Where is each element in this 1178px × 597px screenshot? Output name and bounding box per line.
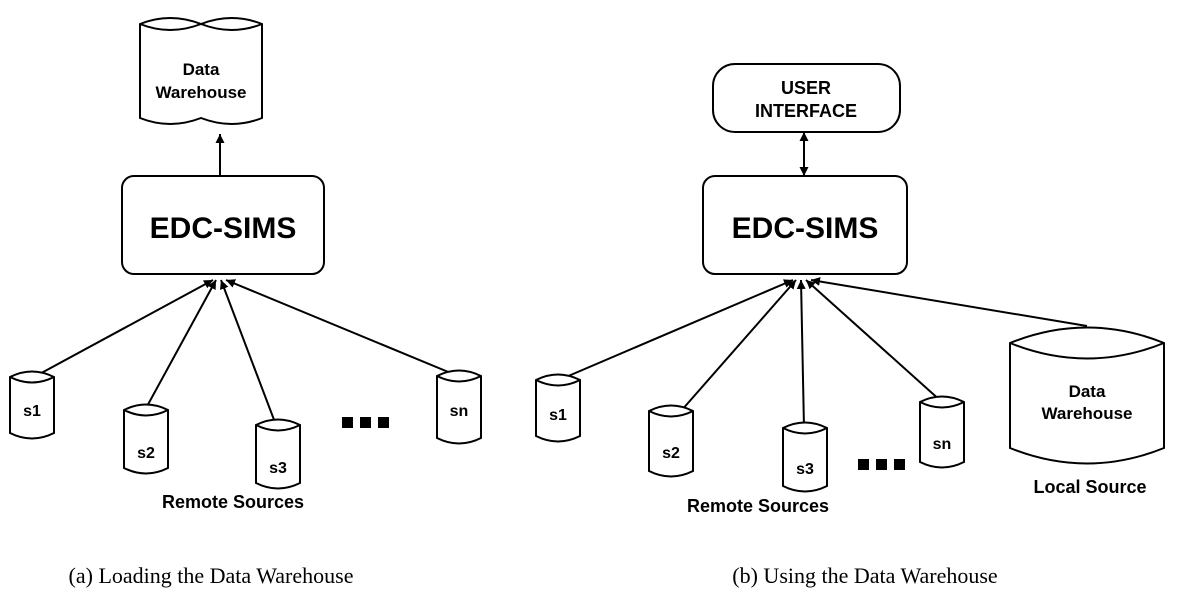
source-node-s3: s3 — [255, 418, 301, 490]
edc-sims-node-b: EDC-SIMS — [702, 175, 908, 275]
edge-b-warehouse — [810, 277, 1088, 327]
data-warehouse-node: Data Warehouse — [139, 17, 263, 125]
remote-sources-caption-b: Remote Sources — [687, 496, 829, 516]
data-warehouse-label-line1: Data — [183, 60, 220, 79]
source-label-b-sn: sn — [933, 436, 952, 453]
local-data-warehouse-node: Data Warehouse — [1009, 326, 1165, 465]
source-node-sn: sn — [436, 369, 482, 445]
ellipsis-marker-b — [858, 459, 905, 470]
diagram-b: USER INTERFACE EDC-SIMS s1 s2 — [535, 63, 1165, 588]
edge-b-s3 — [796, 279, 806, 429]
edc-sims-label-b: EDC-SIMS — [732, 212, 879, 245]
source-node-s1: s1 — [9, 370, 55, 440]
edge-sn — [225, 279, 459, 377]
figure-caption-a: (a) Loading the Data Warehouse — [69, 563, 354, 588]
source-node-b-s2: s2 — [648, 404, 694, 478]
source-label-sn: sn — [450, 403, 469, 420]
local-source-caption: Local Source — [1033, 477, 1146, 497]
user-interface-label-line1: USER — [781, 78, 831, 98]
edge-b-sn — [805, 279, 943, 403]
source-node-b-s1: s1 — [535, 373, 581, 443]
figure-caption-b: (b) Using the Data Warehouse — [732, 563, 997, 588]
remote-sources-caption: Remote Sources — [162, 492, 304, 512]
source-label-b-s3: s3 — [796, 461, 814, 478]
edc-sims-node: EDC-SIMS — [121, 175, 325, 275]
local-warehouse-label-line2: Warehouse — [1041, 404, 1132, 423]
source-node-b-sn: sn — [919, 395, 965, 469]
source-label-s3: s3 — [269, 460, 287, 477]
ellipsis-marker — [342, 417, 389, 428]
user-interface-label-line2: INTERFACE — [755, 101, 857, 121]
source-label-s2: s2 — [137, 445, 155, 462]
source-label-b-s2: s2 — [662, 445, 680, 462]
source-node-b-s3: s3 — [782, 421, 828, 493]
data-warehouse-label-line2: Warehouse — [155, 83, 246, 102]
edge-s1 — [33, 279, 214, 378]
edc-sims-label: EDC-SIMS — [150, 212, 297, 245]
user-interface-node: USER INTERFACE — [712, 63, 901, 133]
diagram-a: Data Warehouse EDC-SIMS s1 s2 s3 — [9, 17, 482, 588]
local-warehouse-label-line1: Data — [1069, 382, 1106, 401]
source-label-b-s1: s1 — [549, 407, 567, 424]
edge-s2 — [144, 279, 217, 411]
edge-b-s2 — [680, 279, 797, 412]
edge-b-s1 — [558, 279, 794, 381]
edge-s3 — [219, 279, 277, 426]
source-label-s1: s1 — [23, 403, 41, 420]
source-node-s2: s2 — [123, 403, 169, 475]
